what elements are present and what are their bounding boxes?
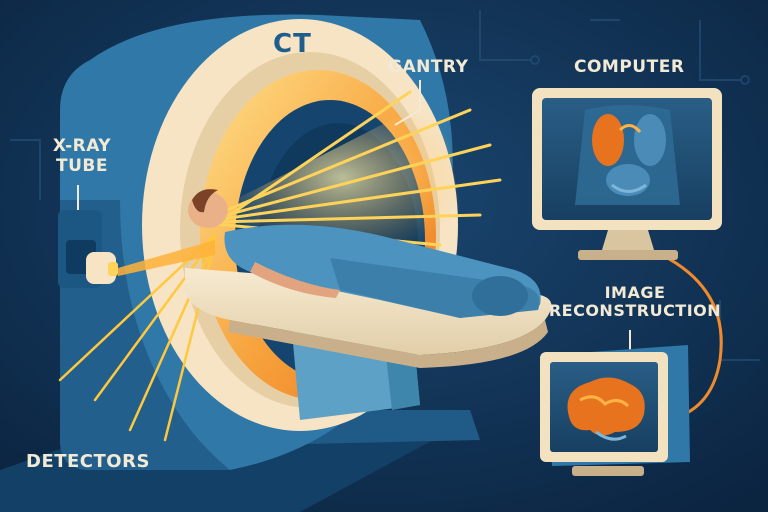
computer-stand — [602, 230, 654, 250]
reconstruction-base — [572, 466, 644, 476]
patient-arm — [250, 262, 340, 298]
detectors-label: DETECTORS — [26, 451, 150, 472]
xray-tube-label-line-1: X-RAY — [52, 136, 112, 156]
patient — [188, 189, 541, 318]
image-reconstruction-label-line-1: IMAGE — [604, 283, 666, 302]
xray-tube-label-line-2: TUBE — [56, 155, 108, 176]
computer-label: COMPUTER — [574, 57, 685, 77]
monitor-icon — [532, 88, 722, 260]
patient-feet — [472, 276, 528, 316]
patient-hair — [192, 189, 218, 213]
brain-scan-icon — [540, 345, 690, 476]
computer-base — [578, 250, 678, 260]
image-reconstruction-label-line-2: RECONSTRUCTION — [548, 301, 722, 321]
brain-image — [567, 377, 645, 441]
torso-scan-image — [575, 105, 680, 205]
tube-beam — [118, 240, 215, 276]
ct-title: CT — [273, 29, 312, 59]
gantry-label: GANTRY — [388, 57, 469, 77]
connector-cable — [661, 253, 723, 422]
xray-tube-icon — [58, 210, 118, 288]
xray-tube-label: X-RAY TUBE — [40, 136, 124, 176]
image-reconstruction-label: IMAGE RECONSTRUCTION — [543, 283, 727, 321]
leader-lines — [77, 80, 631, 352]
